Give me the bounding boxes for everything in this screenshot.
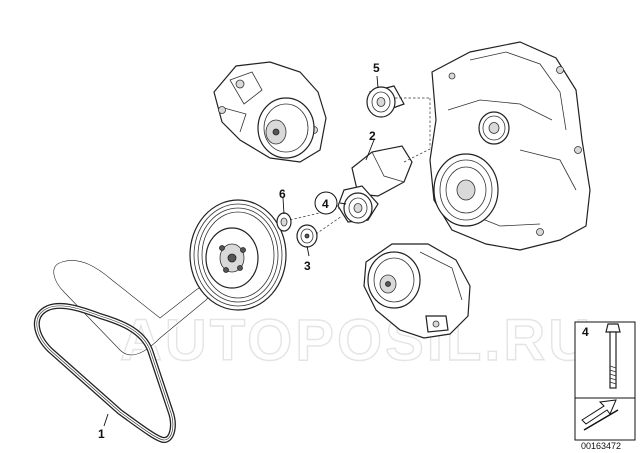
leader-lines — [103, 75, 379, 427]
washer[interactable] — [276, 212, 292, 232]
callout-6: 6 — [279, 187, 286, 201]
inset-box: 4 — [574, 321, 636, 441]
svg-text:5: 5 — [373, 61, 380, 75]
callout-4: 4 — [314, 191, 338, 215]
ribbed-belt[interactable] — [34, 258, 212, 444]
document-number: 00163472 — [581, 441, 621, 451]
callout-3: 3 — [304, 259, 311, 273]
bolt-icon — [605, 323, 621, 389]
protective-cap[interactable] — [296, 224, 318, 248]
direction-arrow-icon — [581, 399, 619, 431]
svg-text:4: 4 — [322, 197, 329, 211]
vibration-damper[interactable] — [189, 199, 287, 311]
inset-label: 4 — [582, 325, 589, 339]
callout-1: 1 — [98, 427, 105, 441]
water-pump-housing[interactable] — [213, 61, 327, 163]
guide-pulley[interactable] — [366, 85, 405, 118]
power-steering-pump[interactable] — [363, 243, 471, 339]
alternator-assembly[interactable] — [429, 41, 591, 251]
callout-2: 2 — [369, 129, 376, 143]
svg-text:6: 6 — [279, 187, 286, 201]
svg-text:2: 2 — [369, 129, 376, 143]
belt-tensioner[interactable] — [337, 145, 413, 224]
watermark: AUTOPOSIL.RU — [120, 308, 593, 373]
svg-text:3: 3 — [304, 259, 311, 273]
callout-5: 5 — [373, 61, 380, 75]
svg-text:1: 1 — [98, 427, 105, 441]
